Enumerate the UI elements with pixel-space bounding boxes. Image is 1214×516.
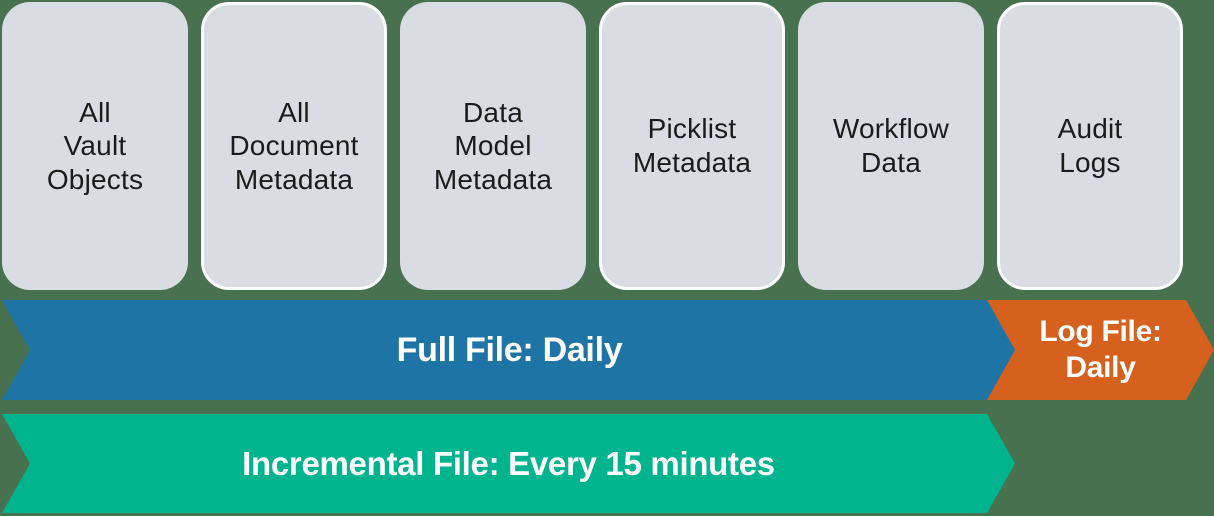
- full-file-daily-bar: Full File: Daily: [2, 300, 1017, 400]
- bar-label: Log File: Daily: [1039, 315, 1162, 384]
- card-label: Picklist Metadata: [632, 113, 752, 178]
- card-all-document-metadata: All Document Metadata: [201, 2, 387, 290]
- bar-label: Incremental File: Every 15 minutes: [242, 444, 775, 482]
- incremental-file-bar: Incremental File: Every 15 minutes: [2, 414, 1015, 513]
- data-sources-row: All Vault Objects All Document Metadata …: [2, 2, 1183, 290]
- log-file-daily-bar: Log File: Daily: [987, 300, 1214, 400]
- card-workflow-data: Workflow Data: [798, 2, 984, 290]
- card-label: Workflow Data: [832, 113, 950, 178]
- card-all-vault-objects: All Vault Objects: [2, 2, 188, 290]
- card-label: All Vault Objects: [46, 96, 144, 195]
- card-audit-logs: Audit Logs: [997, 2, 1183, 290]
- card-label: Audit Logs: [1057, 113, 1123, 178]
- card-picklist-metadata: Picklist Metadata: [599, 2, 785, 290]
- card-label: All Document Metadata: [229, 96, 359, 195]
- card-data-model-metadata: Data Model Metadata: [400, 2, 586, 290]
- card-label: Data Model Metadata: [433, 96, 553, 195]
- bar-label: Full File: Daily: [396, 330, 623, 369]
